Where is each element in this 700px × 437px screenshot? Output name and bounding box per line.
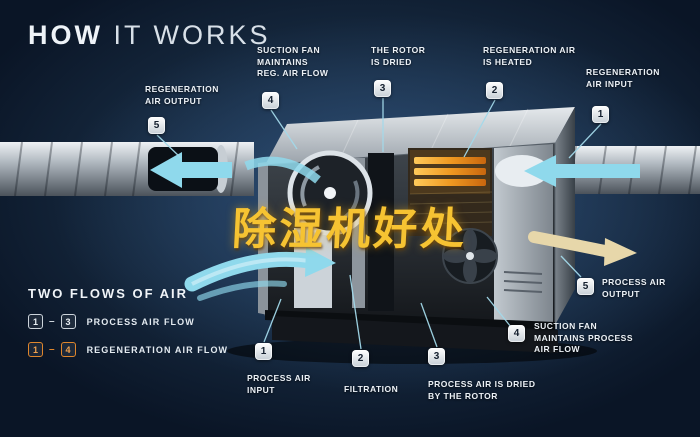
callout-badge-reg-input-1: 1 xyxy=(592,106,609,123)
callout-badge-filtration-2: 2 xyxy=(352,350,369,367)
watermark-text: 除湿机好处 xyxy=(230,205,469,254)
callout-label-process-air-dried: PROCESS AIR IS DRIED BY THE ROTOR xyxy=(428,379,536,401)
legend-heading: TWO FLOWS OF AIR xyxy=(28,286,189,301)
process-fan xyxy=(442,228,498,284)
callout-badge-reg-output-5: 5 xyxy=(148,117,165,134)
legend-row-regeneration-air: 1 – 4 REGENERATION AIR FLOW xyxy=(28,342,228,357)
duct-flange xyxy=(495,155,549,187)
callout-badge-rotor-dried-3: 3 xyxy=(374,80,391,97)
callout-label-regeneration-air-heated: REGENERATION AIR IS HEATED xyxy=(483,45,576,67)
callout-lines xyxy=(156,98,602,350)
callout-badge-reg-fan-4: 4 xyxy=(262,92,279,109)
legend-label: PROCESS AIR FLOW xyxy=(86,316,195,327)
airflow-arrows xyxy=(150,152,640,301)
legend-dash: – xyxy=(49,344,55,355)
callout-badge-proc-fan-4: 4 xyxy=(508,325,525,342)
page-title: HOW IT WORKS xyxy=(28,20,271,51)
unit-top-face xyxy=(265,107,575,165)
callout-badge-proc-input-1: 1 xyxy=(255,343,272,360)
callout-label-suction-fan-process: SUCTION FAN MAINTAINS PROCESS AIR FLOW xyxy=(534,321,634,354)
legend-badge-from: 1 xyxy=(28,314,43,329)
callout-badge-proc-output-5: 5 xyxy=(577,278,594,295)
callout-label-rotor-is-dried: THE ROTOR IS DRIED xyxy=(371,45,426,67)
callout-label-suction-fan-regeneration: SUCTION FAN MAINTAINS REG. AIR FLOW xyxy=(257,45,329,78)
title-how: HOW xyxy=(28,20,103,50)
legend: TWO FLOWS OF AIR 1 – 3 PROCESS AIR FLOW … xyxy=(28,286,228,357)
callout-badge-reg-heated-2: 2 xyxy=(486,82,503,99)
legend-row-process-air: 1 – 3 PROCESS AIR FLOW xyxy=(28,314,228,329)
rotor-cassette-divider xyxy=(368,153,394,311)
callout-label-regeneration-air-input: REGENERATION AIR INPUT xyxy=(586,67,660,89)
legend-badge-to: 4 xyxy=(60,342,76,357)
callout-label-filtration: FILTRATION xyxy=(344,384,399,394)
interior-right-wall xyxy=(494,144,553,325)
callout-badge-proc-dried-3: 3 xyxy=(428,348,445,365)
regeneration-input-arrow xyxy=(524,155,640,187)
process-output-arrow xyxy=(528,231,616,258)
callout-label-regeneration-air-output: REGENERATION AIR OUTPUT xyxy=(145,84,219,106)
unit-left-edge xyxy=(258,162,268,315)
dehumidifier-unit xyxy=(227,107,597,364)
legend-label: REGENERATION AIR FLOW xyxy=(86,344,229,355)
unit-base xyxy=(272,316,558,353)
callout-label-process-air-output: PROCESS AIR OUTPUT xyxy=(602,277,666,299)
legend-badge-to: 3 xyxy=(60,314,76,329)
title-it-works: IT WORKS xyxy=(113,20,271,50)
legend-badge-from: 1 xyxy=(28,342,43,357)
regeneration-output-arrow xyxy=(150,152,232,188)
legend-dash: – xyxy=(49,316,55,327)
rotor-heater xyxy=(408,148,493,236)
unit-side-face xyxy=(555,107,575,325)
callout-label-process-air-input: PROCESS AIR INPUT xyxy=(247,373,311,395)
